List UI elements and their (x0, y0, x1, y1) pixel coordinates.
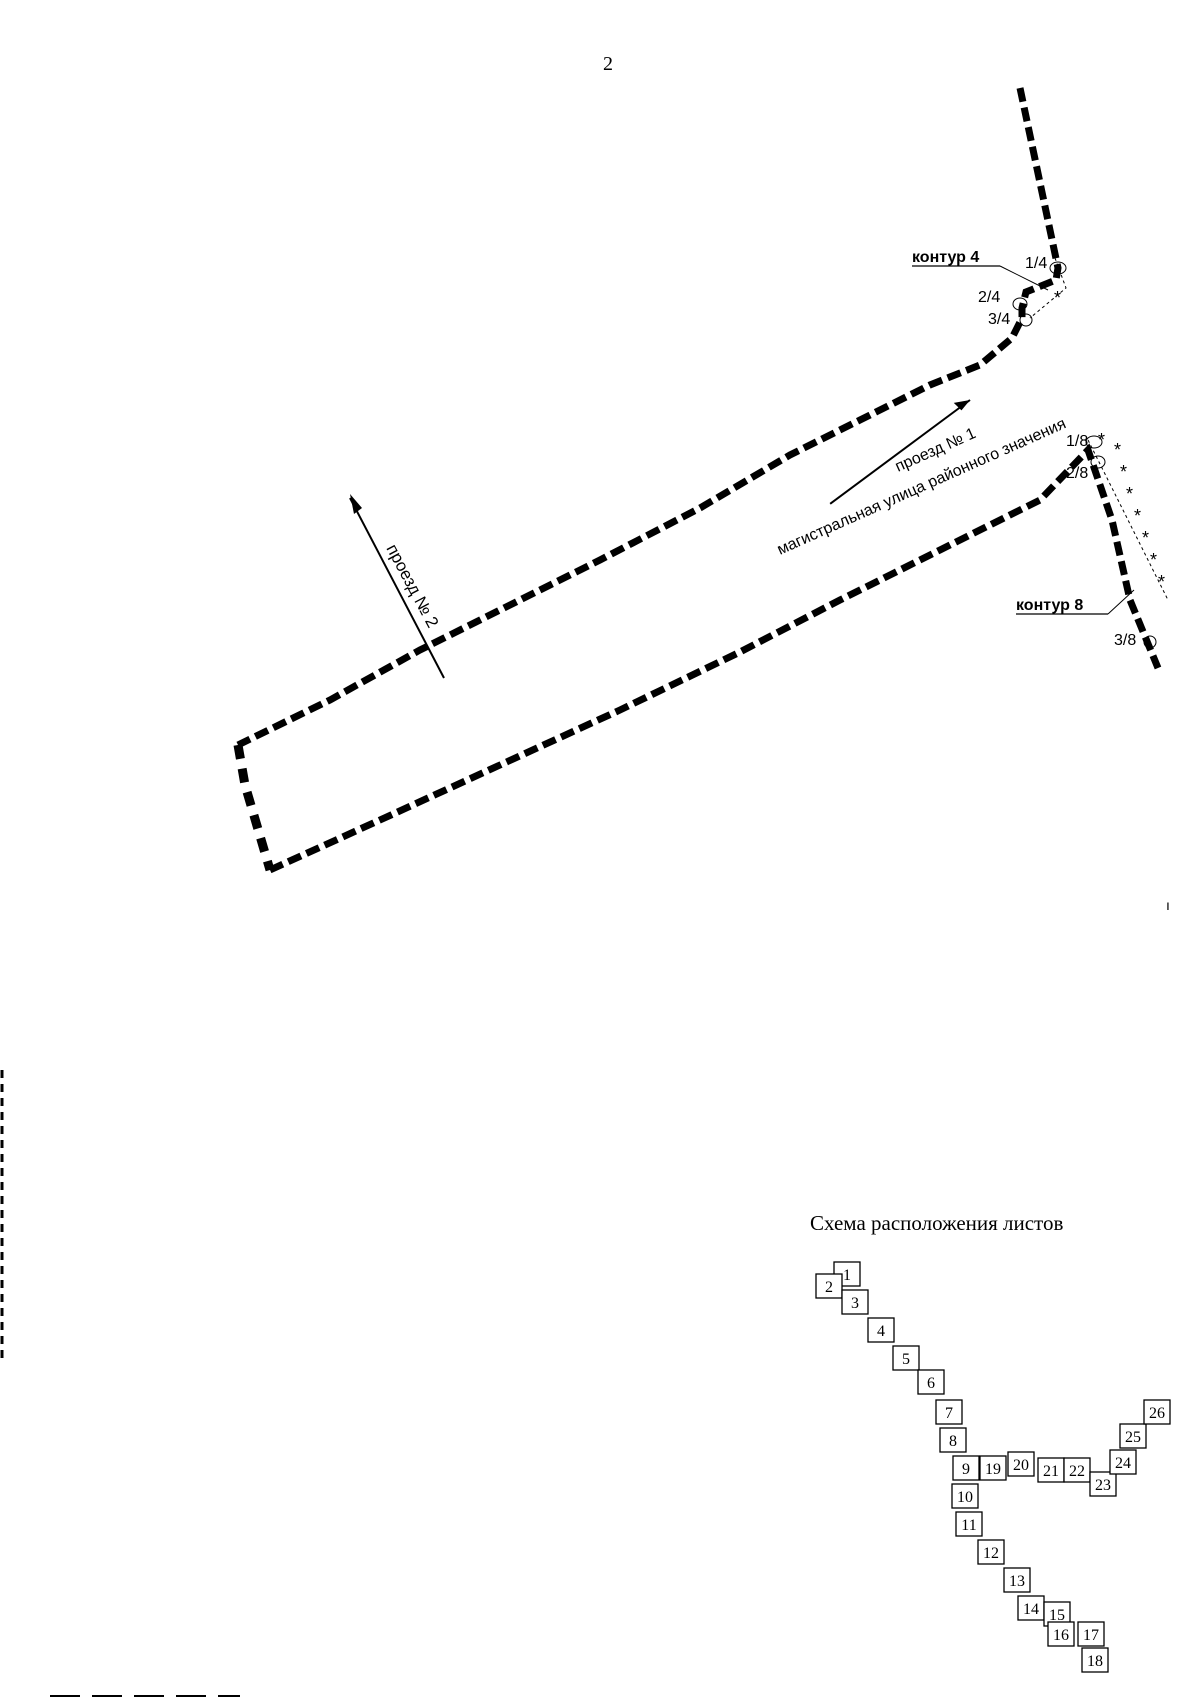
sheet-box-25 (1119, 1423, 1147, 1449)
sheet-label-13: 13 (1009, 1573, 1025, 1590)
point-2-8-marker (1090, 455, 1106, 469)
sheet-label-23: 23 (1095, 1477, 1111, 1494)
sheet-label-1: 1 (843, 1267, 851, 1284)
point-1-8: 1/8 (1066, 433, 1088, 450)
sheet-box-26 (1143, 1399, 1171, 1425)
sheet-box-11 (955, 1511, 983, 1537)
sheet-box-7 (935, 1399, 963, 1425)
sheet-box-10 (951, 1483, 979, 1509)
sheet-box-6 (917, 1369, 945, 1395)
contour-4-leader (999, 265, 1049, 291)
point-1-8-marker (1085, 435, 1103, 449)
contour-4-outline (1029, 257, 1067, 319)
sheet-box-20 (1007, 1451, 1035, 1477)
svg-text:*: * (1142, 528, 1149, 548)
sheet-box-22 (1063, 1457, 1091, 1483)
svg-text:*: * (1120, 462, 1127, 482)
point-3-8-marker (1143, 635, 1157, 649)
sheet-label-18: 18 (1087, 1653, 1103, 1670)
sheet-label-12: 12 (983, 1545, 999, 1562)
sheet-label-4: 4 (877, 1323, 885, 1340)
point-1-4-marker (1049, 261, 1067, 275)
svg-text:*: * (1150, 550, 1157, 570)
point-2-8: 2/8 (1066, 465, 1088, 482)
sheet-box-23 (1089, 1471, 1117, 1497)
point-3-8: 3/8 (1114, 632, 1136, 649)
svg-text:*: * (1134, 506, 1141, 526)
sheet-label-20: 20 (1013, 1457, 1029, 1474)
sheet-label-21: 21 (1043, 1463, 1059, 1480)
sheet-box-24 (1109, 1449, 1137, 1475)
sheet-box-9 (952, 1455, 980, 1481)
sheet-box-18 (1081, 1647, 1109, 1673)
road-2-arrow-head (350, 494, 362, 514)
boundary-loop-left (233, 744, 275, 872)
boundary-lower (268, 443, 1162, 874)
sheet-label-3: 3 (851, 1295, 859, 1312)
sheet-label-24: 24 (1115, 1455, 1131, 1472)
sheet-box-12 (977, 1539, 1005, 1565)
sheet-box-2 (815, 1273, 843, 1299)
sheet-label-10: 10 (957, 1489, 973, 1506)
sheet-box-19 (979, 1455, 1007, 1481)
sheet-label-11: 11 (961, 1517, 976, 1534)
contour-8-leader (1107, 589, 1135, 615)
sheet-box-14 (1017, 1595, 1045, 1621)
sheet-box-3 (841, 1289, 869, 1315)
page-number: 2 (603, 53, 613, 75)
sheet-box-4 (867, 1317, 895, 1343)
sheet-label-2: 2 (825, 1279, 833, 1296)
point-2-4-marker (1012, 297, 1028, 311)
sheet-label-19: 19 (985, 1461, 1001, 1478)
road-1-arrow-line (829, 399, 971, 505)
sheet-label-8: 8 (949, 1433, 957, 1450)
point-1-4: 1/4 (1025, 255, 1047, 272)
point-3-4: 3/4 (988, 311, 1010, 328)
sheet-label-22: 22 (1069, 1463, 1085, 1480)
svg-text:*: * (1114, 440, 1121, 460)
sheet-scheme-title: Схема расположения листов (810, 1211, 1063, 1235)
point-2-4: 2/4 (978, 289, 1000, 306)
boundary-upper (236, 87, 1062, 749)
sheet-label-6: 6 (927, 1375, 935, 1392)
sheet-box-5 (892, 1345, 920, 1371)
sheet-label-17: 17 (1083, 1627, 1099, 1644)
sheet-box-13 (1003, 1567, 1031, 1593)
sheet-label-25: 25 (1125, 1429, 1141, 1446)
sheet-box-8 (939, 1427, 967, 1453)
point-3-4-marker (1019, 313, 1033, 327)
road-2-arrow-line (349, 497, 445, 679)
contour-4-cross-mark: * (1054, 288, 1061, 308)
contour-4-label: контур 4 (912, 249, 979, 266)
sheet-box-16 (1047, 1621, 1075, 1647)
sheet-label-14: 14 (1023, 1601, 1039, 1618)
sheet-label-15: 15 (1049, 1607, 1065, 1624)
edge-mark: ı (1166, 897, 1170, 913)
sheet-label-16: 16 (1053, 1627, 1069, 1644)
svg-text:*: * (1158, 572, 1165, 592)
contour-8-outline (1087, 439, 1169, 601)
sheet-label-5: 5 (902, 1351, 910, 1368)
sheet-box-17 (1077, 1621, 1105, 1647)
sheet-label-26: 26 (1149, 1405, 1165, 1422)
sheet-label-9: 9 (962, 1461, 970, 1478)
contour-8-label: контур 8 (1016, 597, 1083, 614)
sheet-label-7: 7 (945, 1405, 953, 1422)
svg-text:*: * (1126, 484, 1133, 504)
road-1-arrow-head (953, 400, 970, 411)
